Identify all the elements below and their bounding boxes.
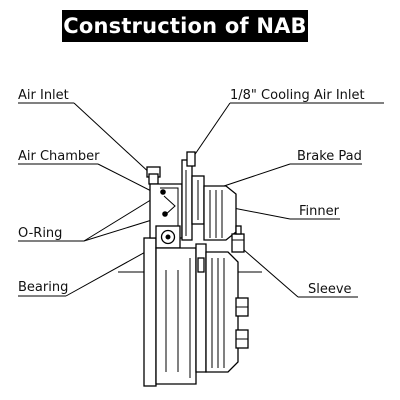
label-bearing: Bearing — [18, 280, 68, 295]
label-brake-pad: Brake Pad — [297, 149, 362, 164]
bearing-center — [165, 234, 171, 240]
brake-assembly-drawing — [118, 151, 262, 387]
shaft-housing — [143, 237, 157, 387]
label-sleeve: Sleeve — [308, 282, 352, 297]
label-cooling-air-inlet: 1/8" Cooling Air Inlet — [230, 88, 365, 103]
cooling-plate — [181, 159, 193, 241]
air-inlet-port — [148, 173, 159, 185]
sleeve-bolt-head — [231, 233, 245, 253]
lower-finner — [205, 251, 239, 373]
title-banner: Construction of NAB — [62, 10, 308, 42]
leader-o-ring-top — [83, 192, 163, 242]
leader-sleeve — [243, 249, 299, 298]
sleeve-bolt-tip — [235, 225, 242, 235]
label-finner: Finner — [299, 204, 340, 219]
diagram-title: Construction of NAB — [63, 14, 307, 38]
cooling-air-fitting — [186, 151, 196, 167]
leader-air-inlet — [73, 102, 154, 177]
center-key — [197, 257, 205, 273]
leader-finner — [227, 206, 291, 220]
label-air-chamber: Air Chamber — [18, 149, 100, 164]
finner — [203, 185, 237, 241]
o-ring-bottom — [162, 211, 168, 217]
label-o-ring: O-Ring — [18, 226, 62, 241]
o-ring-top — [160, 189, 166, 195]
piston-profile — [163, 195, 176, 217]
label-air-inlet: Air Inlet — [18, 88, 69, 103]
